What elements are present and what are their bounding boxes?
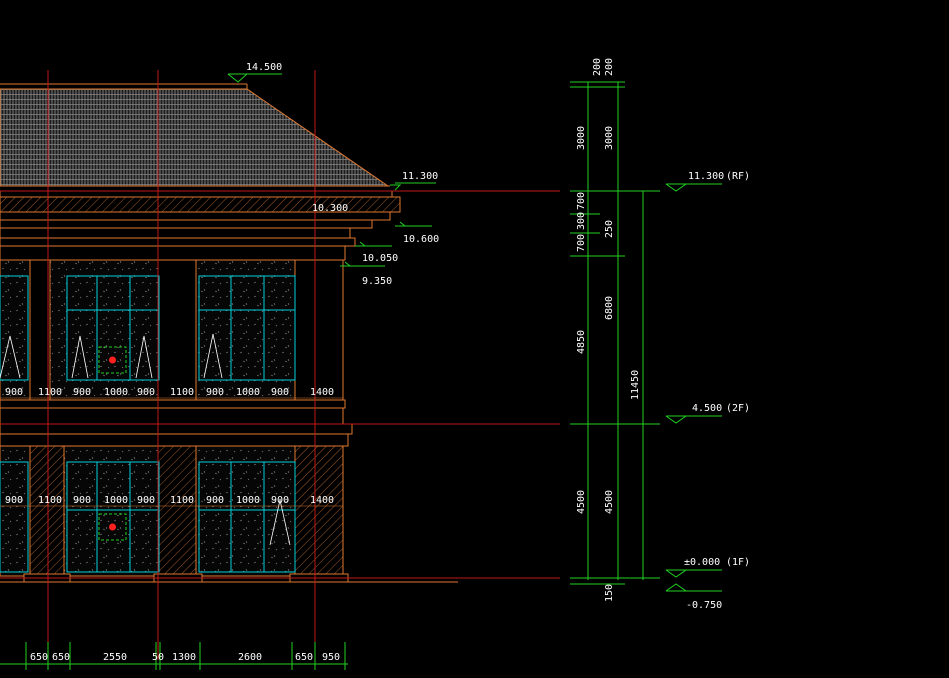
dim-label: 1400 [310,387,334,398]
level-marker-rf: 11.300 (RF) [665,171,750,192]
dim-label: 900 [137,495,155,506]
eave-elevation: 11.300 [402,171,438,182]
column [157,259,197,401]
dim-label: 1000 [104,495,128,506]
window [0,275,29,381]
axis-lines [0,70,560,660]
level-marker-2f: 4.500 (2F) [665,403,750,424]
bottom-dim: 650 [295,652,313,663]
vdim: 4500 [576,490,587,514]
cornice-mid-elevation: 10.600 [403,234,439,245]
roof-tile-surface [0,88,390,187]
window [0,461,29,573]
vdim: 3000 [576,126,587,150]
marker-box [98,346,127,374]
dim-label: 900 [206,495,224,506]
bottom-dim: 650 [30,652,48,663]
vdim-total: 11450 [630,370,641,400]
svg-text:-0.750: -0.750 [686,600,722,611]
dim-label: 900 [271,387,289,398]
dim-label: 1000 [104,387,128,398]
bottom-dim: 50 [152,652,164,663]
roof [0,83,390,187]
bottom-dim: 2600 [238,652,262,663]
cornice-top-elevation: 10.300 [312,203,348,214]
window [198,275,296,381]
vdim: 700 [576,234,587,252]
vdim: 300 [576,212,587,230]
floor-band [0,399,353,447]
level-marker-1f: ±0.000 (1F) [665,557,750,578]
window [66,275,160,381]
marker-box [98,513,127,541]
svg-text:(2F): (2F) [726,403,750,414]
vdim: 150 [604,584,615,602]
window [198,461,296,573]
bottom-dimension-chain: 650 650 2550 50 1300 2600 650 950 [0,642,348,670]
column [29,445,65,577]
window [66,461,160,573]
column [157,445,197,577]
svg-text:4.500: 4.500 [692,403,722,414]
window-dims-upper: 900 1100 900 1000 900 1100 900 1000 900 … [5,387,334,398]
cornice-low-elevation: 10.050 [362,253,398,264]
dim-label: 900 [73,387,91,398]
window-dims-lower: 900 1100 900 1000 900 1100 900 1000 900 … [5,495,334,506]
vdim: 6800 [604,296,615,320]
columns [29,259,344,577]
dim-label: 1400 [310,495,334,506]
facade-elevation-marks: 14.500 11.300 10.300 10.600 10.050 9.350 [227,62,439,287]
bottom-dim: 950 [322,652,340,663]
column [294,445,344,577]
svg-text:(RF): (RF) [726,171,750,182]
bottom-dim: 2550 [103,652,127,663]
dim-label: 1100 [170,387,194,398]
column [294,259,344,401]
dim-label: 1100 [170,495,194,506]
vdim: 3000 [604,126,615,150]
level-marker-ground: -0.750 [665,583,722,611]
dim-label: 900 [5,387,23,398]
vdim: 250 [604,220,615,238]
vertical-dimension-lines [570,81,660,585]
cornice [0,190,401,261]
bottom-dim: 650 [52,652,70,663]
dim-label: 900 [73,495,91,506]
vdim: 200 [604,58,615,76]
level-markers: 11.300 (RF) 4.500 (2F) ±0.000 (1F) -0.75… [665,171,750,611]
svg-text:±0.000: ±0.000 [684,557,720,568]
bottom-dim: 1300 [172,652,196,663]
lower-windows [0,461,296,573]
upper-windows [0,275,296,381]
vdim: 700 [576,192,587,210]
fixture-markers [98,346,127,541]
ridge-elevation: 14.500 [246,62,282,73]
svg-text:11.300: 11.300 [688,171,724,182]
svg-text:(1F): (1F) [726,557,750,568]
marker-dot [109,523,116,531]
beam-elevation: 9.350 [362,276,392,287]
column [29,259,51,401]
vdim: 200 [592,58,603,76]
dim-label: 1000 [236,387,260,398]
dim-label: 1000 [236,495,260,506]
vdim: 4850 [576,330,587,354]
dim-label: 900 [5,495,23,506]
vertical-dims-col2: 3000 250 6800 4500 11450 [604,126,641,514]
vdim: 4500 [604,490,615,514]
dim-label: 900 [137,387,155,398]
dim-label: 1100 [38,387,62,398]
marker-dot [109,356,116,364]
vertical-dims-col1: 200 200 3000 700 300 700 4850 4500 150 [576,58,615,602]
dim-label: 1100 [38,495,62,506]
dim-label: 900 [206,387,224,398]
dim-label: 900 [271,495,289,506]
